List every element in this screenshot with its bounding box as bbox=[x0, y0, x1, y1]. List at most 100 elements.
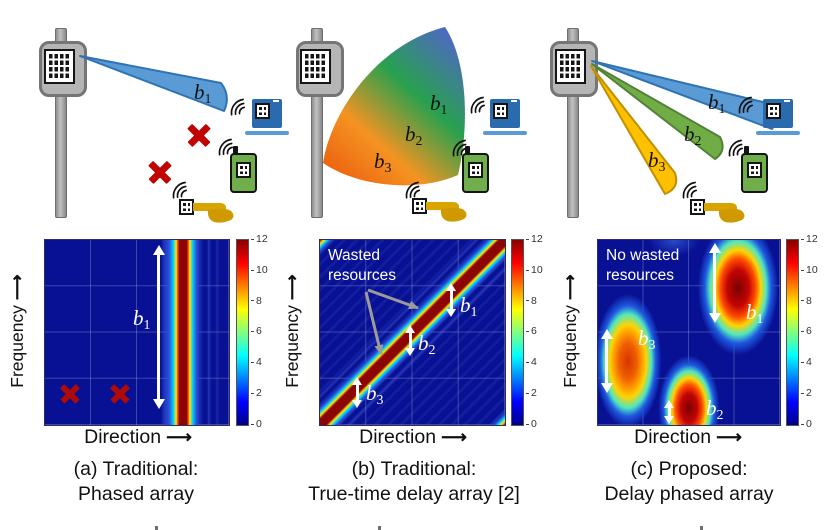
device-antenna-icon bbox=[255, 103, 270, 119]
antenna-array-icon bbox=[44, 49, 75, 84]
red-cross-unserved bbox=[59, 382, 81, 404]
antenna-array-cells bbox=[49, 54, 70, 79]
red-cross-unserved bbox=[109, 382, 131, 404]
up-arrow-icon: ⟶ bbox=[7, 274, 27, 301]
beam-b3-yellow bbox=[590, 65, 678, 195]
beam-label-b2: b2 bbox=[684, 122, 702, 149]
laptop-base bbox=[245, 130, 289, 135]
wearable-shape bbox=[426, 202, 467, 222]
device-antenna-cells bbox=[259, 107, 266, 115]
device-antenna-icon bbox=[766, 103, 781, 119]
bandwidth-arrow-b2 bbox=[409, 333, 412, 348]
x-axis-label: Direction⟶ bbox=[634, 426, 742, 448]
wideband-rainbow-beam bbox=[323, 27, 465, 186]
red-cross-blocked-user bbox=[147, 159, 173, 185]
device-antenna-icon bbox=[467, 162, 483, 178]
wearable-device bbox=[690, 197, 748, 224]
y-axis-label: Frequency⟶ bbox=[282, 274, 302, 388]
map-label-b3: b3 bbox=[638, 326, 656, 353]
wearable-device bbox=[412, 196, 470, 223]
up-arrow-icon: ⟶ bbox=[282, 274, 302, 301]
right-arrow-icon: ⟶ bbox=[441, 427, 467, 447]
map-label-b1: b1 bbox=[746, 300, 764, 327]
caption-panel-a: (a) Traditional:Phased array bbox=[73, 458, 199, 505]
phone-device bbox=[741, 146, 768, 193]
red-cross-blocked-user bbox=[186, 122, 212, 148]
antenna-array-icon bbox=[555, 49, 586, 84]
wearable-shape bbox=[193, 203, 234, 223]
x-axis-label: Direction⟶ bbox=[84, 426, 192, 448]
phone-antenna bbox=[465, 146, 470, 155]
bandwidth-arrow-b1 bbox=[157, 255, 160, 399]
wireless-waves-icon bbox=[738, 96, 754, 114]
bandwidth-arrow-b3 bbox=[605, 339, 608, 383]
phone-antenna bbox=[744, 146, 749, 155]
laptop-device bbox=[756, 99, 800, 135]
beam-label-b1: b1 bbox=[430, 91, 448, 118]
beam-spot-b3 bbox=[598, 291, 663, 425]
beam-b2-green bbox=[591, 63, 724, 160]
device-antenna-cells bbox=[770, 107, 777, 115]
beam-label-b3: b3 bbox=[648, 148, 666, 175]
wearable-device bbox=[179, 197, 237, 224]
right-arrow-icon: ⟶ bbox=[166, 427, 192, 447]
device-antenna-cells bbox=[750, 166, 758, 174]
device-antenna-cells bbox=[471, 166, 479, 174]
device-antenna-cells bbox=[694, 203, 701, 211]
laptop-base bbox=[483, 130, 527, 135]
wasted-resources-arrows bbox=[364, 288, 419, 355]
multi-beams bbox=[590, 60, 778, 195]
wearable-shape bbox=[704, 203, 745, 223]
cropped-text-fragment bbox=[378, 526, 381, 530]
cropped-text-fragment bbox=[155, 526, 158, 530]
phone-antenna bbox=[233, 146, 238, 155]
map-label-b1: b1 bbox=[460, 293, 478, 320]
up-arrow-icon: ⟶ bbox=[560, 274, 580, 301]
beam-b1-blue bbox=[79, 55, 228, 112]
phone-device bbox=[462, 146, 489, 193]
beam-label-b3: b3 bbox=[374, 149, 392, 176]
device-antenna-cells bbox=[239, 166, 247, 174]
antenna-array-cells bbox=[305, 54, 326, 79]
heatmap-phased-array: b1 bbox=[44, 239, 230, 426]
beam-label-b2: b2 bbox=[405, 122, 423, 149]
phone-device bbox=[230, 146, 257, 193]
x-axis-label: Direction⟶ bbox=[359, 426, 467, 448]
wireless-waves-icon bbox=[172, 181, 188, 199]
map-label-b2: b2 bbox=[418, 331, 436, 358]
y-axis-label: Frequency⟶ bbox=[7, 274, 27, 388]
laptop-device bbox=[483, 99, 527, 135]
y-axis-label: Frequency⟶ bbox=[560, 274, 580, 388]
bandwidth-arrow-b3 bbox=[356, 385, 359, 400]
right-arrow-icon: ⟶ bbox=[716, 427, 742, 447]
bandwidth-arrow-b2 bbox=[668, 408, 671, 416]
wireless-waves-icon bbox=[405, 181, 421, 199]
map-label-b1: b1 bbox=[133, 306, 151, 333]
beam-stripe bbox=[45, 240, 229, 425]
bandwidth-arrow-b1 bbox=[713, 253, 716, 313]
device-antenna-cells bbox=[416, 202, 423, 210]
device-antenna-icon bbox=[235, 162, 251, 178]
beam-label-b1: b1 bbox=[194, 80, 212, 107]
wireless-waves-icon bbox=[682, 181, 698, 199]
wireless-waves-icon bbox=[230, 98, 246, 116]
device-antenna-icon bbox=[746, 162, 762, 178]
wireless-waves-icon bbox=[218, 138, 234, 156]
beam-label-b1: b1 bbox=[708, 90, 726, 117]
antenna-array-cells bbox=[560, 54, 581, 79]
device-antenna-cells bbox=[183, 203, 190, 211]
caption-panel-c: (c) Proposed:Delay phased array bbox=[604, 458, 774, 505]
laptop-base bbox=[756, 130, 800, 135]
sidelobe-glow bbox=[646, 240, 702, 258]
device-antenna-cells bbox=[497, 107, 504, 115]
cropped-text-fragment bbox=[700, 526, 703, 530]
colorbar bbox=[511, 239, 524, 426]
map-label-b2: b2 bbox=[706, 396, 724, 423]
colorbar bbox=[236, 239, 249, 426]
